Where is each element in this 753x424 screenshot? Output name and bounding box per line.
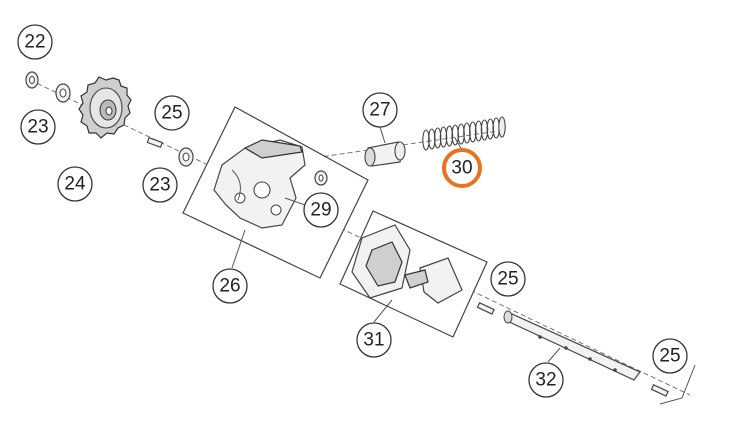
part-24-sprocket — [78, 76, 132, 139]
callout-25-upper: 25 — [154, 95, 190, 131]
spring-coil — [445, 125, 454, 147]
leader-32 — [547, 347, 561, 363]
leader-26 — [231, 229, 246, 269]
part-29-washer — [314, 170, 328, 186]
spring-coil — [457, 123, 465, 145]
part-25-pin-upper — [146, 136, 164, 148]
frame-corner — [659, 364, 696, 405]
callout-25-middle-label: 25 — [497, 269, 518, 290]
callout-23-right: 23 — [142, 167, 178, 203]
callout-25-lower: 25 — [652, 338, 688, 374]
leader-27 — [379, 126, 386, 144]
callout-30: 30 — [442, 148, 482, 188]
callout-31: 31 — [356, 322, 392, 358]
callout-24: 24 — [57, 166, 93, 202]
callout-25-lower-label: 25 — [659, 346, 680, 367]
callout-22-label: 22 — [24, 32, 45, 53]
spring-coil — [469, 121, 477, 143]
part-25-pin-lower — [650, 384, 669, 397]
spring-coil — [433, 127, 442, 149]
callout-22: 22 — [17, 24, 53, 60]
callout-23-right-label: 23 — [149, 175, 170, 196]
spring-axis — [299, 129, 506, 161]
leader-31 — [373, 299, 393, 323]
callout-32-label: 32 — [535, 370, 556, 391]
callout-32: 32 — [528, 362, 564, 398]
callout-30-label: 30 — [451, 158, 472, 179]
callout-24-label: 24 — [64, 174, 86, 195]
spring-coil — [498, 116, 506, 138]
leader-29 — [284, 197, 306, 206]
part-26-shift-mechanism — [213, 139, 306, 229]
callout-31-label: 31 — [363, 330, 384, 351]
spring-coil — [422, 129, 430, 151]
callout-26-label: 26 — [219, 276, 240, 297]
callout-27: 27 — [362, 92, 398, 128]
part-31-shift-drum-components — [351, 224, 463, 304]
part-30-spring — [422, 116, 506, 151]
callout-29: 29 — [303, 192, 339, 228]
callout-29-label: 29 — [310, 200, 331, 221]
callout-23-left-label: 23 — [27, 117, 48, 138]
part-22-circlip — [25, 71, 39, 89]
part-32-shaft — [503, 310, 641, 381]
callout-25-middle: 25 — [490, 261, 526, 297]
part-27-bushing — [364, 141, 406, 167]
part-25-pin-middle — [476, 302, 495, 315]
assembly-axis — [29, 79, 691, 396]
part-23-washer-right — [178, 147, 194, 167]
callout-23-left: 23 — [20, 109, 56, 145]
callout-26: 26 — [212, 268, 248, 304]
leader-30 — [454, 137, 463, 151]
part-23-washer-left — [55, 83, 71, 103]
callout-25-upper-label: 25 — [161, 103, 182, 124]
callout-27-label: 27 — [369, 100, 390, 121]
spring-coil — [480, 119, 489, 141]
